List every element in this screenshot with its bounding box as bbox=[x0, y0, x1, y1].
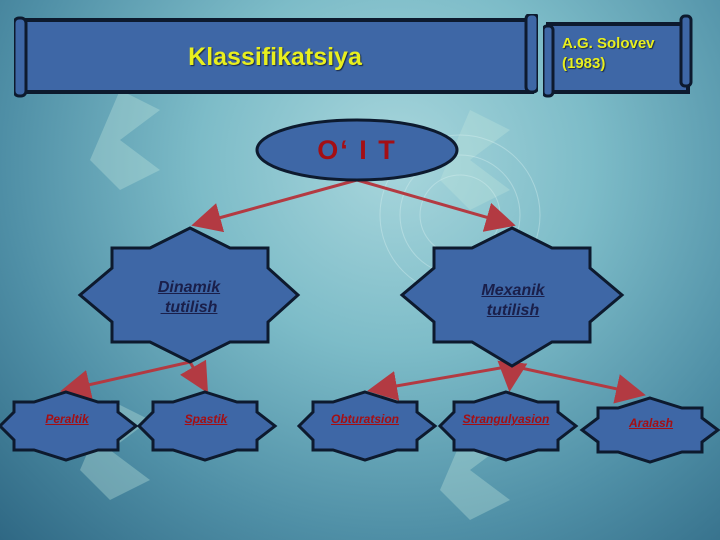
dinamik-label-line2: tutilish bbox=[160, 299, 218, 316]
obturatsion-label: Obturatsion bbox=[331, 412, 399, 426]
mexanik-label: Mexanik tutilish bbox=[454, 281, 572, 321]
aralash-label: Aralash bbox=[628, 416, 674, 430]
root-label: O‘ I T bbox=[317, 134, 397, 165]
author-banner bbox=[543, 14, 693, 98]
author-citation: A.G. Solovev (1983) bbox=[562, 34, 692, 74]
mexanik-label-line2: tutilish bbox=[486, 302, 540, 319]
author-year: (1983) bbox=[562, 55, 606, 72]
aralash-node bbox=[579, 396, 720, 464]
dinamik-node bbox=[77, 226, 301, 364]
dinamik-label-line1: Dinamik bbox=[157, 279, 221, 296]
dinamik-label: Dinamik tutilish bbox=[130, 278, 248, 318]
arrow-root-to-mexanik bbox=[356, 178, 516, 232]
arrow-root-to-dinamik bbox=[191, 178, 358, 233]
root-node bbox=[255, 118, 459, 182]
arrow-dinamik-to-spastik bbox=[180, 359, 208, 394]
strangulyasion-label: Strangulyasion bbox=[462, 412, 550, 426]
peraltik-label: Peraltik bbox=[45, 412, 89, 426]
title-banner bbox=[14, 14, 538, 98]
spastik-label: Spastik bbox=[184, 412, 228, 426]
arrow-mexanik-to-aralash bbox=[511, 364, 646, 404]
arrow-mexanik-to-obturatsion bbox=[367, 364, 513, 401]
arrow-dinamik-to-peraltik bbox=[60, 360, 191, 400]
author-name: A.G. Solovev bbox=[562, 35, 655, 52]
page-title: Klassifikatsiya bbox=[188, 42, 362, 71]
spastik-node bbox=[136, 390, 278, 462]
obturatsion-node bbox=[296, 390, 438, 462]
mexanik-node bbox=[399, 226, 625, 368]
arrow-mexanik-to-strangulyasion bbox=[497, 360, 528, 392]
strangulyasion-node bbox=[437, 390, 579, 462]
peraltik-node bbox=[0, 390, 139, 462]
mexanik-label-line1: Mexanik bbox=[481, 282, 545, 299]
